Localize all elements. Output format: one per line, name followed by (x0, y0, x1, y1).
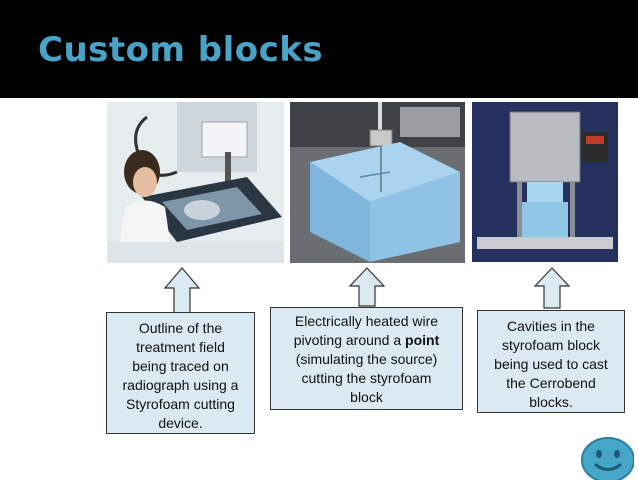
callout-line: blocks. (529, 394, 573, 410)
callout-line: radiograph using a (122, 377, 239, 393)
callout-line: the Cerrobend (506, 375, 596, 391)
callout-line: block (350, 389, 383, 405)
up-arrow-icon (533, 267, 571, 309)
callout-line: Outline of the (138, 320, 223, 336)
photo-heated-wire-cutter (290, 102, 465, 263)
callout-line: being traced on (132, 358, 229, 374)
slide-title: Custom blocks (38, 30, 324, 70)
photo-cerrobend-casting (472, 102, 618, 262)
callout-line: device. (158, 415, 203, 431)
callout-heated-wire: Electrically heated wire pivoting around… (270, 307, 463, 410)
callout-line: cutting the styrofoam (301, 370, 432, 386)
callout-line: pivoting around a point (275, 331, 458, 350)
callout-line: (simulating the source) (295, 351, 438, 367)
smiley-face-icon (581, 437, 634, 480)
title-bar (0, 0, 638, 98)
callout-text: pivoting around a (293, 332, 406, 348)
up-arrow-icon (163, 267, 201, 315)
callout-line: Styrofoam cutting (126, 396, 235, 412)
photo-styrofoam-cutting-device (107, 102, 284, 263)
callout-line: Cavities in the (507, 318, 595, 334)
callout-outline-tracing: Outline of the treatment field being tra… (106, 312, 255, 434)
callout-line: styrofoam block (501, 337, 601, 353)
callout-line: treatment field (136, 339, 225, 355)
up-arrow-icon (348, 267, 386, 307)
callout-line: being used to cast (494, 356, 608, 372)
callout-line: Electrically heated wire (294, 313, 439, 329)
callout-cavities: Cavities in the styrofoam block being us… (477, 310, 625, 413)
callout-emphasis: point (405, 332, 440, 348)
